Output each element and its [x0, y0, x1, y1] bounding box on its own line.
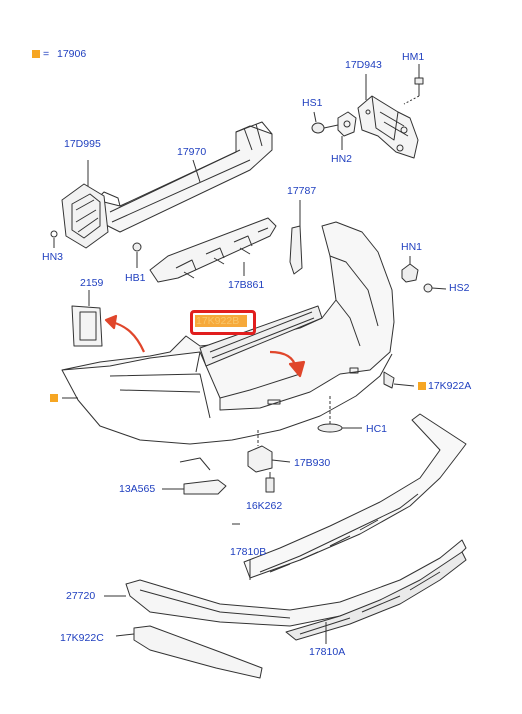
- legend-marker-square: [32, 50, 40, 58]
- bolt-hs1-part: [311, 111, 339, 134]
- callout-hs2[interactable]: HS2: [449, 282, 470, 294]
- nut-hn2-part: [337, 111, 357, 150]
- callout-hn1[interactable]: HN1: [401, 241, 423, 253]
- bracket-17787-part: [289, 200, 303, 275]
- lower-panel-27720-part: [125, 539, 467, 627]
- clip-17k922a-part: [383, 371, 415, 389]
- screw-hm1-part: [403, 64, 424, 105]
- callout-17k922b[interactable]: 17K922B: [196, 315, 240, 327]
- callout-17970[interactable]: 17970: [177, 146, 207, 158]
- energy-absorber-17b861-part: [149, 217, 277, 283]
- callout-17b930[interactable]: 17B930: [294, 457, 331, 469]
- callout-hb1[interactable]: HB1: [125, 272, 146, 284]
- pad-2159-part: [71, 290, 103, 347]
- callout-marker-17k922a: [418, 382, 426, 390]
- callout-13a565[interactable]: 13A565: [119, 483, 156, 495]
- nut-hn3-part: [50, 230, 58, 248]
- callout-16k262[interactable]: 16K262: [246, 500, 283, 512]
- bumper-cover-part: [61, 221, 395, 445]
- reflector-13a565-part: [162, 457, 227, 495]
- callout-17810b[interactable]: 17810B: [230, 546, 267, 558]
- callout-17b861[interactable]: 17B861: [228, 279, 265, 291]
- callout-hn3[interactable]: HN3: [42, 251, 64, 263]
- callout-hs1[interactable]: HS1: [302, 97, 323, 109]
- callout-27720[interactable]: 27720: [66, 590, 96, 602]
- callout-17d943[interactable]: 17D943: [345, 59, 382, 71]
- screw-16k262-part: [265, 472, 275, 493]
- callout-17d995[interactable]: 17D995: [64, 138, 101, 150]
- nut-hn1-part: [401, 256, 419, 283]
- callout-2159[interactable]: 2159: [80, 277, 104, 289]
- callout-17787[interactable]: 17787: [287, 185, 317, 197]
- screw-hs2-part: [423, 283, 447, 293]
- assembly-arrows: [104, 314, 306, 378]
- legend-equals: =: [43, 48, 50, 60]
- callout-hm1[interactable]: HM1: [402, 51, 425, 63]
- callout-hn2[interactable]: HN2: [331, 153, 353, 165]
- bracket-17d943-part: [357, 95, 419, 159]
- trim-strip-17k922c-part: [115, 625, 263, 679]
- callout-marker-bumper-cover: [50, 394, 58, 402]
- highlight-fill: [195, 315, 247, 327]
- callout-17k922a[interactable]: 17K922A: [428, 380, 472, 392]
- trim-panel-17k922b-part: [199, 305, 323, 367]
- bracket-17d995-part: [61, 160, 109, 249]
- diffuser-17810a-part: [285, 551, 467, 644]
- bumper-reinforcement-17970-part: [95, 121, 273, 233]
- bolt-hb1-part: [132, 242, 142, 268]
- clip-hc1-part: [317, 396, 362, 433]
- callout-17810a[interactable]: 17810A: [309, 646, 346, 658]
- bracket-17b930-part: [247, 430, 291, 473]
- legend-code: 17906: [57, 48, 87, 60]
- leader-lines: [62, 74, 367, 597]
- lower-cover-17810b-part: [243, 413, 467, 579]
- callout-hc1[interactable]: HC1: [366, 423, 388, 435]
- highlight-frame: [190, 310, 256, 335]
- callout-17k922c[interactable]: 17K922C: [60, 632, 104, 644]
